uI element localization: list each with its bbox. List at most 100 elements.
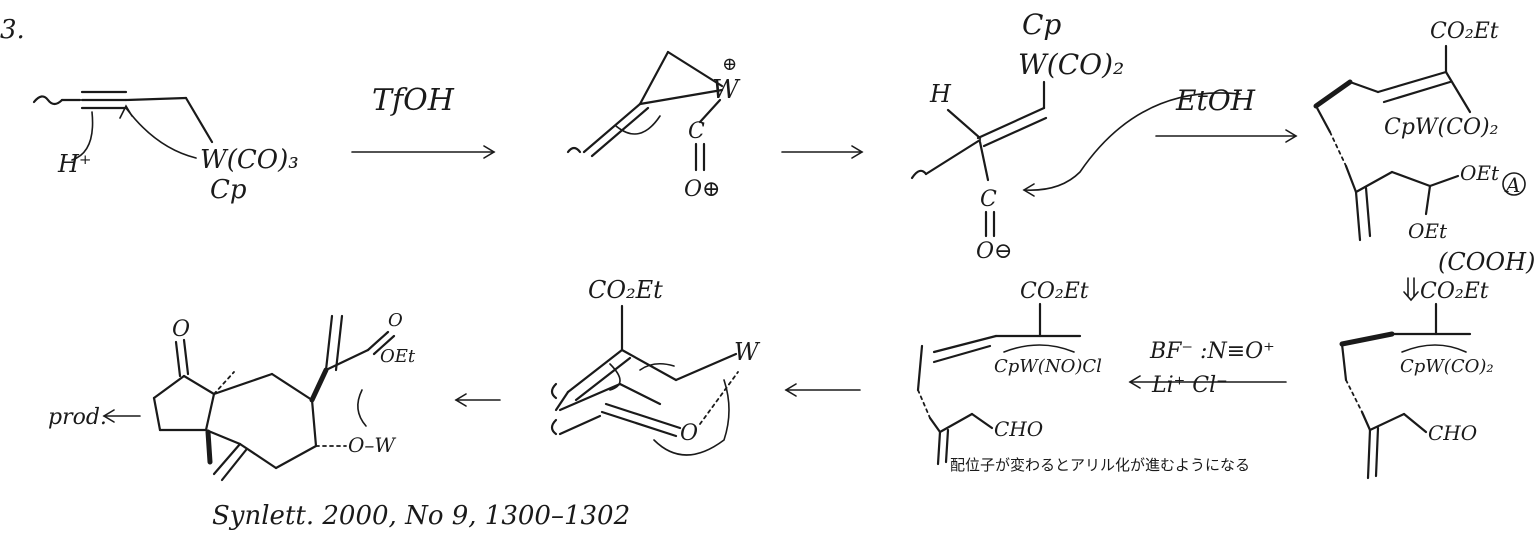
ring-bond-3 [666, 50, 724, 88]
reaction-arrow-6 [784, 383, 861, 397]
curved-arrow-8 [357, 389, 367, 427]
side-chain-wedge [309, 367, 329, 403]
terminal-alkene-d [1374, 426, 1380, 478]
o-plus-label: O⊕ [684, 177, 720, 202]
arrow-head-1 [119, 104, 133, 119]
cp-ring-5 [182, 374, 216, 396]
chain-b-3 [1360, 410, 1372, 432]
cho-label-2: CHO [994, 417, 1043, 441]
chain-squiggle-3 [910, 169, 928, 180]
terminal-alkene-f [944, 428, 950, 464]
vinyl-bond-a [582, 102, 642, 154]
ester-co-a [366, 330, 390, 352]
ts-bond-6 [558, 414, 602, 436]
structure-alkyne-tungsten: H⁺ W(CO)₃ Cp [32, 90, 299, 205]
ligand-note: 配位子が変わるとアリル化が進むようになる [950, 456, 1250, 474]
ester-c-bond [324, 348, 370, 372]
chain-squiggle-5 [550, 418, 558, 436]
structure-aldehyde-w-co2: CO₂Et CpW(CO)₂ CHO [1339, 279, 1494, 480]
arrow-head-r1 [483, 145, 496, 159]
chain-squiggle-4 [550, 382, 558, 400]
ketone-bond-b [174, 340, 182, 378]
ring-bond-2 [638, 88, 724, 106]
c-acyl-bond [978, 140, 990, 182]
h-dash [213, 371, 235, 395]
reagent-licl: Li⁺ Cl⁻ [1151, 373, 1228, 398]
h-atom-label: H [929, 80, 952, 108]
ts-carbonyl-b [604, 402, 682, 430]
plus-charge: ⊕ [722, 54, 737, 75]
cp-ring-2 [152, 396, 162, 432]
allyl-bond-a [1354, 170, 1394, 194]
bond-to-w [184, 96, 214, 144]
chain-c-3 [928, 416, 942, 434]
chain-squiggle-2 [566, 146, 582, 154]
ring-bond-1 [638, 50, 670, 106]
w-c-bond [698, 98, 722, 124]
chain-c-4 [938, 412, 974, 434]
final-arrow: prod. [48, 405, 141, 430]
chain-b-5 [1402, 412, 1428, 434]
terminal-alkene-a [1354, 190, 1362, 242]
o-w-dash [699, 371, 739, 425]
co2et-label-3: CO₂Et [1020, 279, 1089, 304]
structure-bicyclic-product: O O OEt O–W [152, 310, 416, 482]
co2et-label-2: CO₂Et [1420, 279, 1489, 304]
chain-b-2 [1340, 342, 1348, 382]
c-label-1: C [688, 119, 705, 144]
ketone-bond-a [182, 338, 190, 376]
w-plus-label: W [712, 75, 741, 105]
exo-alkene-b [220, 448, 248, 482]
arrow-head-r2 [851, 145, 864, 159]
reaction-arrow-5: BF⁻ :N≡O⁺ Li⁺ Cl⁻ [1128, 339, 1287, 398]
reaction-arrow-7 [454, 393, 501, 407]
c-w-bond-a [1444, 70, 1472, 114]
structure-cationic-w: W ⊕ C O⊕ [566, 50, 741, 202]
chain-bond-3 [924, 138, 982, 176]
curved-arrow-3 [615, 115, 661, 135]
terminal-alkene-b [1364, 186, 1372, 238]
oet-label-2: OEt [1408, 219, 1448, 243]
chain-b-dash [1345, 379, 1363, 413]
arrow-head-4 [1022, 183, 1035, 197]
compound-label-circle [1502, 172, 1526, 196]
arrow-head-l6 [784, 383, 797, 397]
alkene-bond-b [982, 116, 1048, 148]
reaction-arrow-3: EtOH [1155, 84, 1298, 143]
cho-label-1: CHO [1428, 421, 1477, 445]
reagent-nobf4: BF⁻ :N≡O⁺ [1149, 339, 1275, 364]
ts-bond-2 [674, 352, 738, 382]
reaction-arrow-2 [781, 145, 864, 159]
ts-bond-4 [558, 382, 622, 412]
curved-arrow-7 [653, 379, 730, 456]
reference-citation: Synlett. 2000, No 9, 1300–1302 [212, 501, 630, 531]
allyl-bond-b [1390, 170, 1432, 188]
reagent-tfoh: TfOH [372, 83, 455, 118]
co2et-label-1: CO₂Et [1430, 19, 1499, 44]
bond-2 [124, 96, 188, 102]
c-oet-bond-1 [1428, 174, 1460, 188]
cyclo-4 [274, 444, 318, 470]
terminal-alkene-e [936, 430, 942, 466]
ts-alkene-b [574, 356, 632, 402]
structure-compound-a: CO₂Et CpW(CO)₂ OEt OEt A [1313, 19, 1526, 243]
allyl-arc-1 [1401, 344, 1467, 353]
chain-c-5 [970, 412, 994, 430]
curved-arrow-1 [125, 107, 197, 159]
ts-bond-3 [554, 390, 570, 412]
chain-c-2 [916, 344, 924, 392]
cyclo-6 [204, 428, 242, 446]
reagent-oxalic-acid: (COOH)₂ [1438, 248, 1534, 276]
cp-ring-4 [204, 392, 216, 432]
vinyl-up-a [324, 314, 334, 372]
cyclo-5 [238, 442, 278, 470]
curved-arrow-6 [609, 363, 621, 391]
cpw-co2-label-1: CpW(CO)₂ [1384, 115, 1498, 140]
cyclo-3 [310, 398, 318, 448]
w-co3-label: W(CO)₃ [200, 145, 299, 175]
compound-label-a: A [1504, 173, 1520, 197]
o-w-label: O–W [348, 433, 396, 457]
curved-arrow-2 [71, 111, 94, 161]
structure-vinyl-tungsten: Cp W(CO)₂ H C O⊖ [910, 8, 1241, 264]
